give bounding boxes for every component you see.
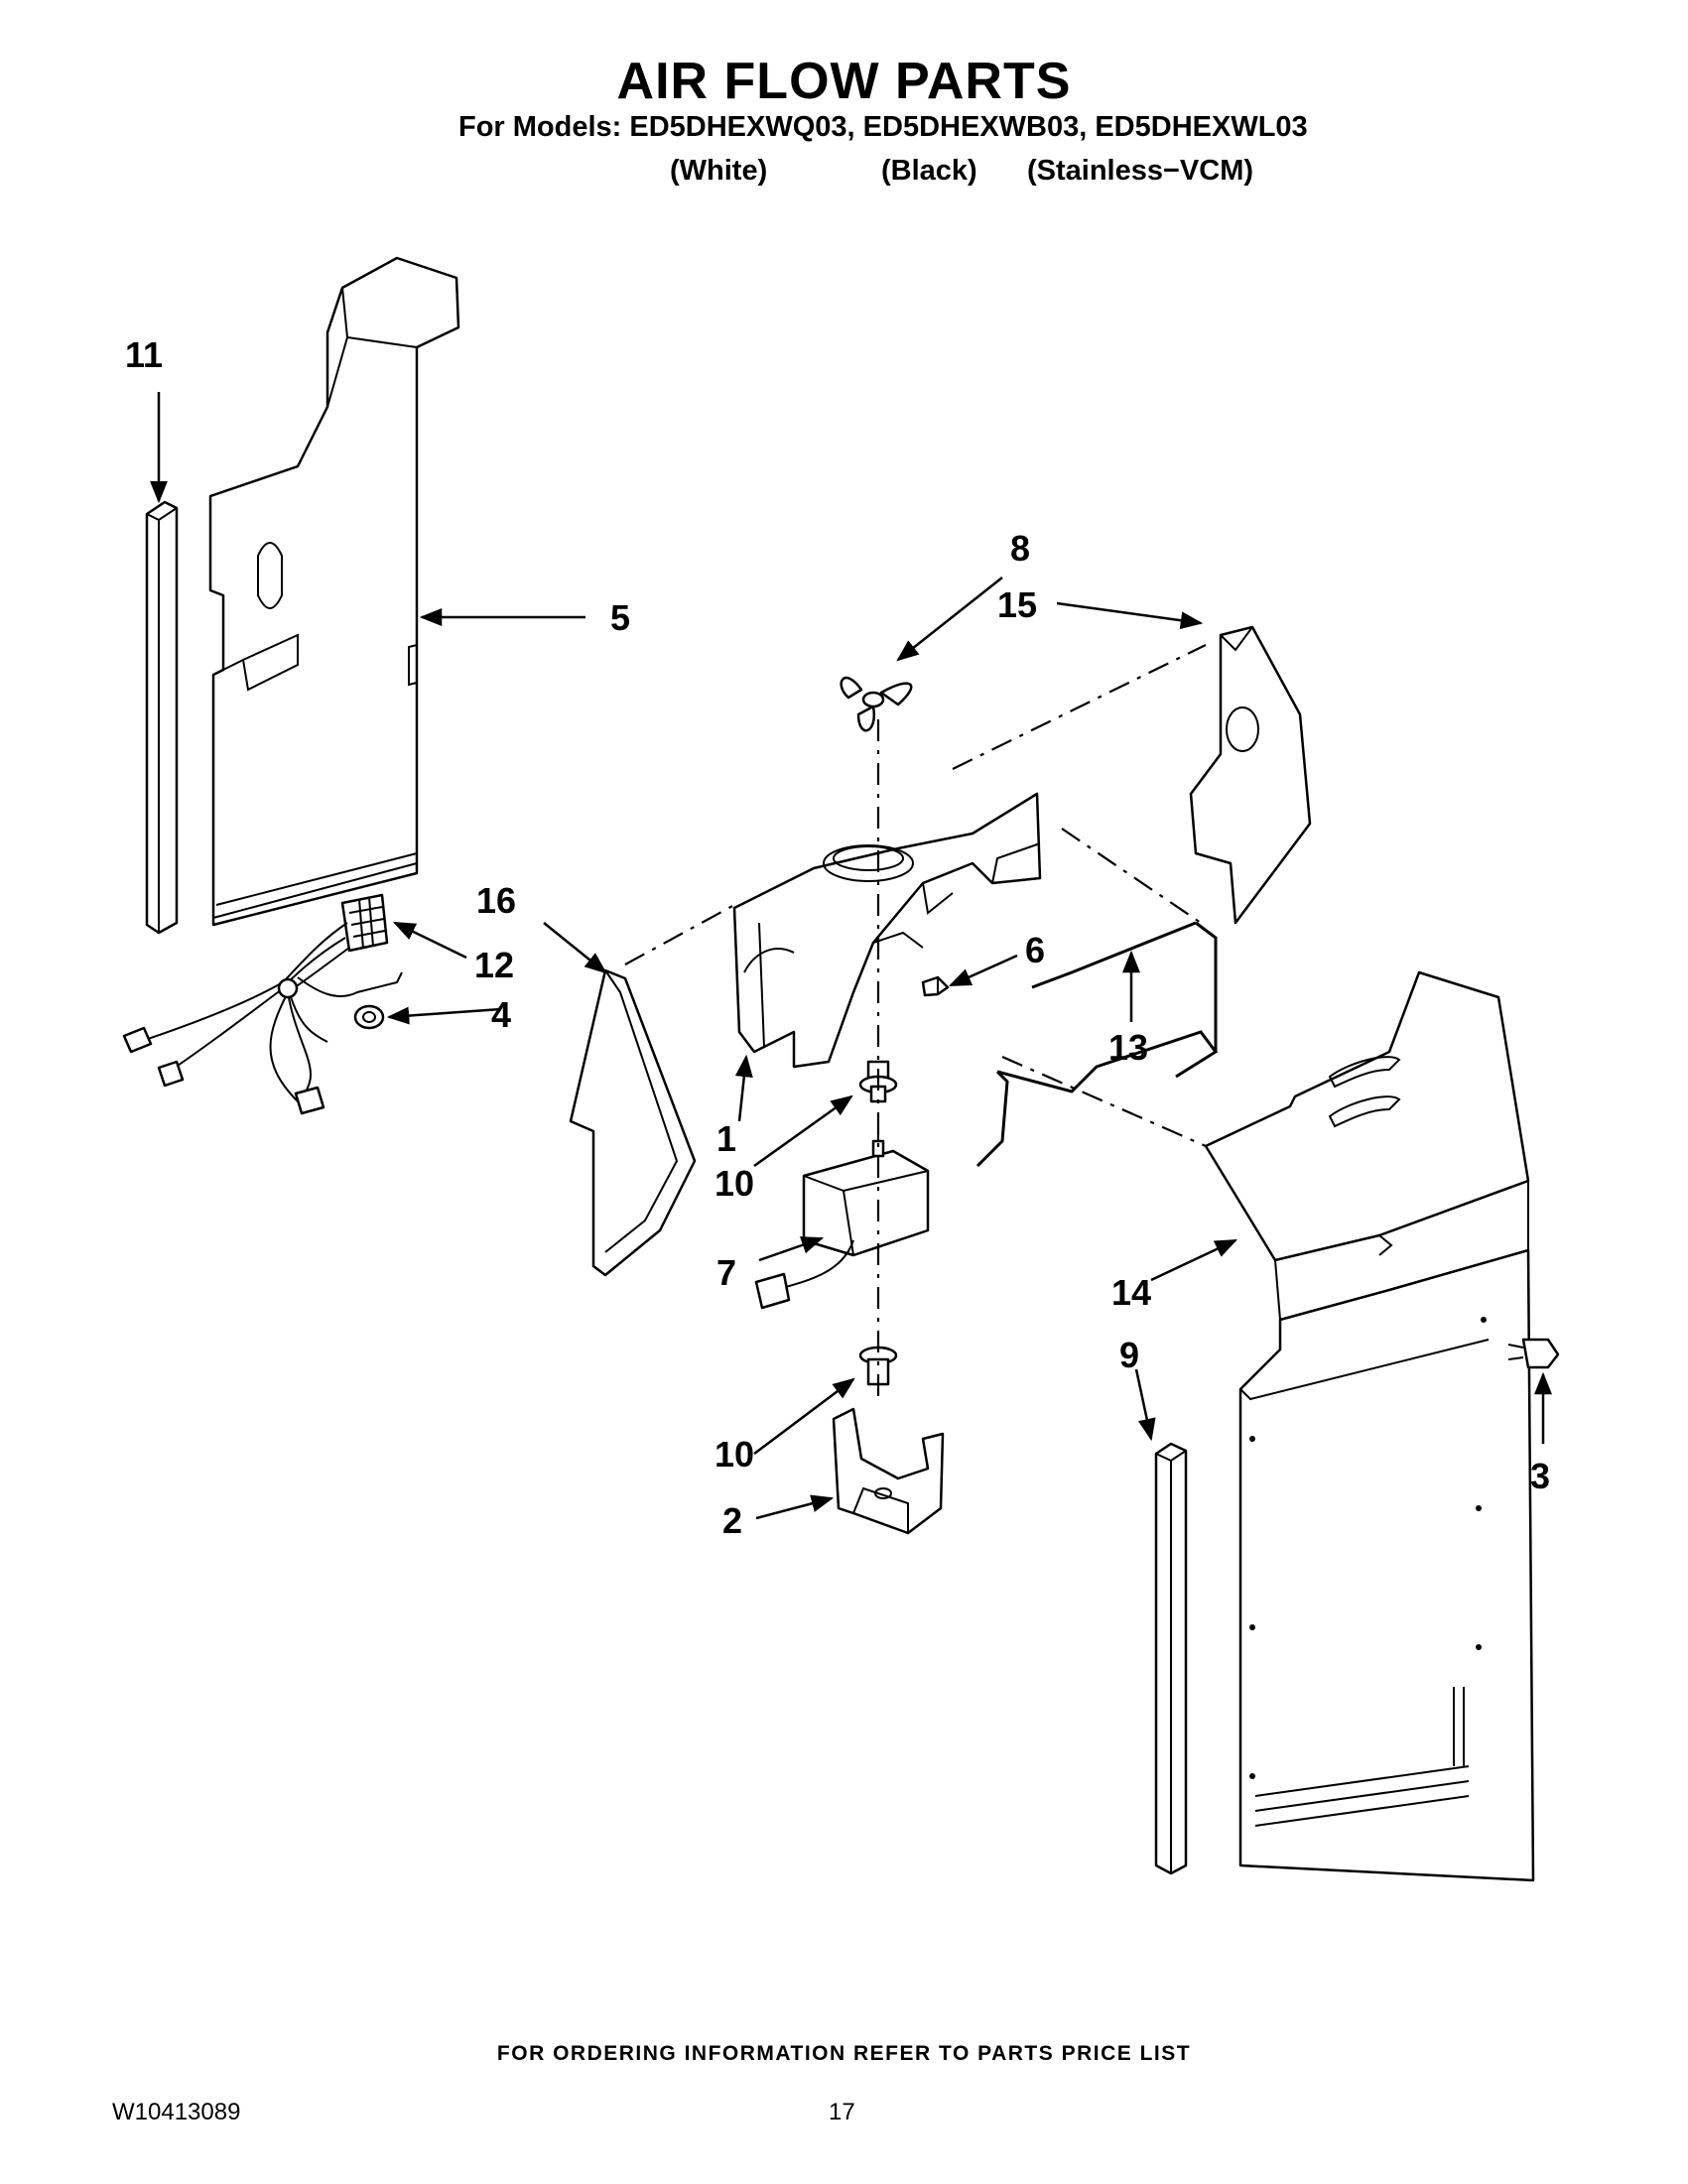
variant-stainless: (Stainless−VCM) xyxy=(1027,155,1254,187)
part-12-wire-harness xyxy=(122,893,403,1115)
callout-9: 9 xyxy=(1119,1335,1139,1375)
callout-8: 8 xyxy=(1010,528,1030,569)
ordering-note: FOR ORDERING INFORMATION REFER TO PARTS … xyxy=(496,2042,1192,2065)
callout-13: 13 xyxy=(1108,1027,1148,1068)
part-11-seal-strip xyxy=(145,500,179,935)
page-number: 17 xyxy=(829,2099,855,2125)
part-15-right-baffle xyxy=(1189,625,1312,925)
callout-1: 1 xyxy=(716,1118,736,1159)
callout-10-upper: 10 xyxy=(714,1163,754,1204)
callout-14: 14 xyxy=(1111,1272,1151,1313)
callout-7: 7 xyxy=(716,1252,736,1293)
part-2-motor-bracket xyxy=(832,1407,945,1535)
callout-3: 3 xyxy=(1530,1456,1550,1496)
callout-5: 5 xyxy=(610,597,630,638)
part-10-grommet-lower xyxy=(858,1346,898,1386)
part-6-screw xyxy=(921,975,950,997)
part-3-screw xyxy=(1507,1338,1560,1369)
part-14-evaporator-cover xyxy=(1204,970,1535,1882)
page-title: AIR FLOW PARTS xyxy=(616,53,1072,110)
alignment-lines xyxy=(624,644,1207,1399)
part-9-seal-strip xyxy=(1154,1442,1188,1875)
callout-2: 2 xyxy=(722,1500,742,1541)
part-8-fan-blade xyxy=(840,676,913,732)
part-5-air-duct-cover xyxy=(208,256,460,927)
document-number: W10413089 xyxy=(112,2099,241,2125)
variant-black: (Black) xyxy=(881,155,977,187)
part-1-fan-housing xyxy=(732,792,1042,1069)
callout-15: 15 xyxy=(997,584,1037,625)
callout-12: 12 xyxy=(474,945,514,985)
callout-6: 6 xyxy=(1025,930,1045,970)
part-7-fan-motor xyxy=(754,1121,930,1310)
part-16-left-baffle xyxy=(569,968,697,1277)
variant-white: (White) xyxy=(670,155,768,187)
callout-4: 4 xyxy=(491,994,511,1035)
callout-11: 11 xyxy=(125,334,163,375)
models-line: For Models: ED5DHEXWQ03, ED5DHEXWB03, ED… xyxy=(458,111,1308,143)
part-13-wire-bracket xyxy=(975,921,1219,1168)
callout-16: 16 xyxy=(476,880,516,921)
leader-arrows xyxy=(150,392,1552,1520)
part-4-grommet xyxy=(353,1004,385,1030)
callout-10-lower: 10 xyxy=(714,1434,754,1475)
